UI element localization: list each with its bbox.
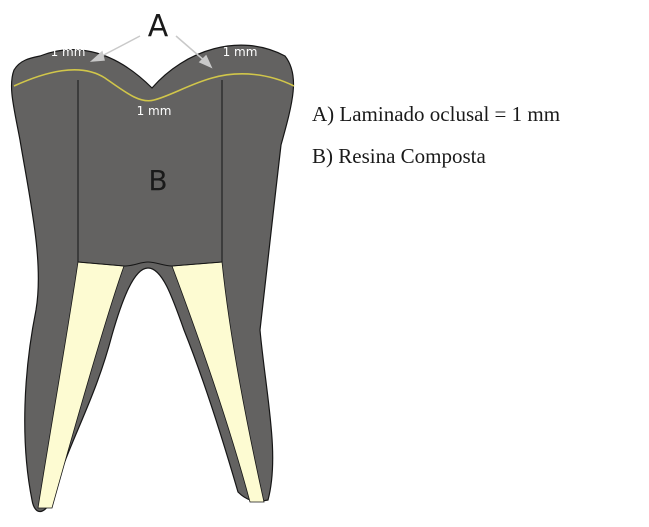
- label-b: B: [148, 164, 167, 197]
- legend-a: A) Laminado oclusal = 1 mm: [312, 102, 560, 127]
- label-a: A: [148, 9, 169, 44]
- arrow-left: [92, 36, 140, 61]
- mm-label-center: 1 mm: [137, 104, 172, 118]
- mm-label-right: 1 mm: [223, 45, 258, 59]
- legend-b: B) Resina Composta: [312, 144, 486, 169]
- mm-label-left: 1 mm: [51, 45, 86, 59]
